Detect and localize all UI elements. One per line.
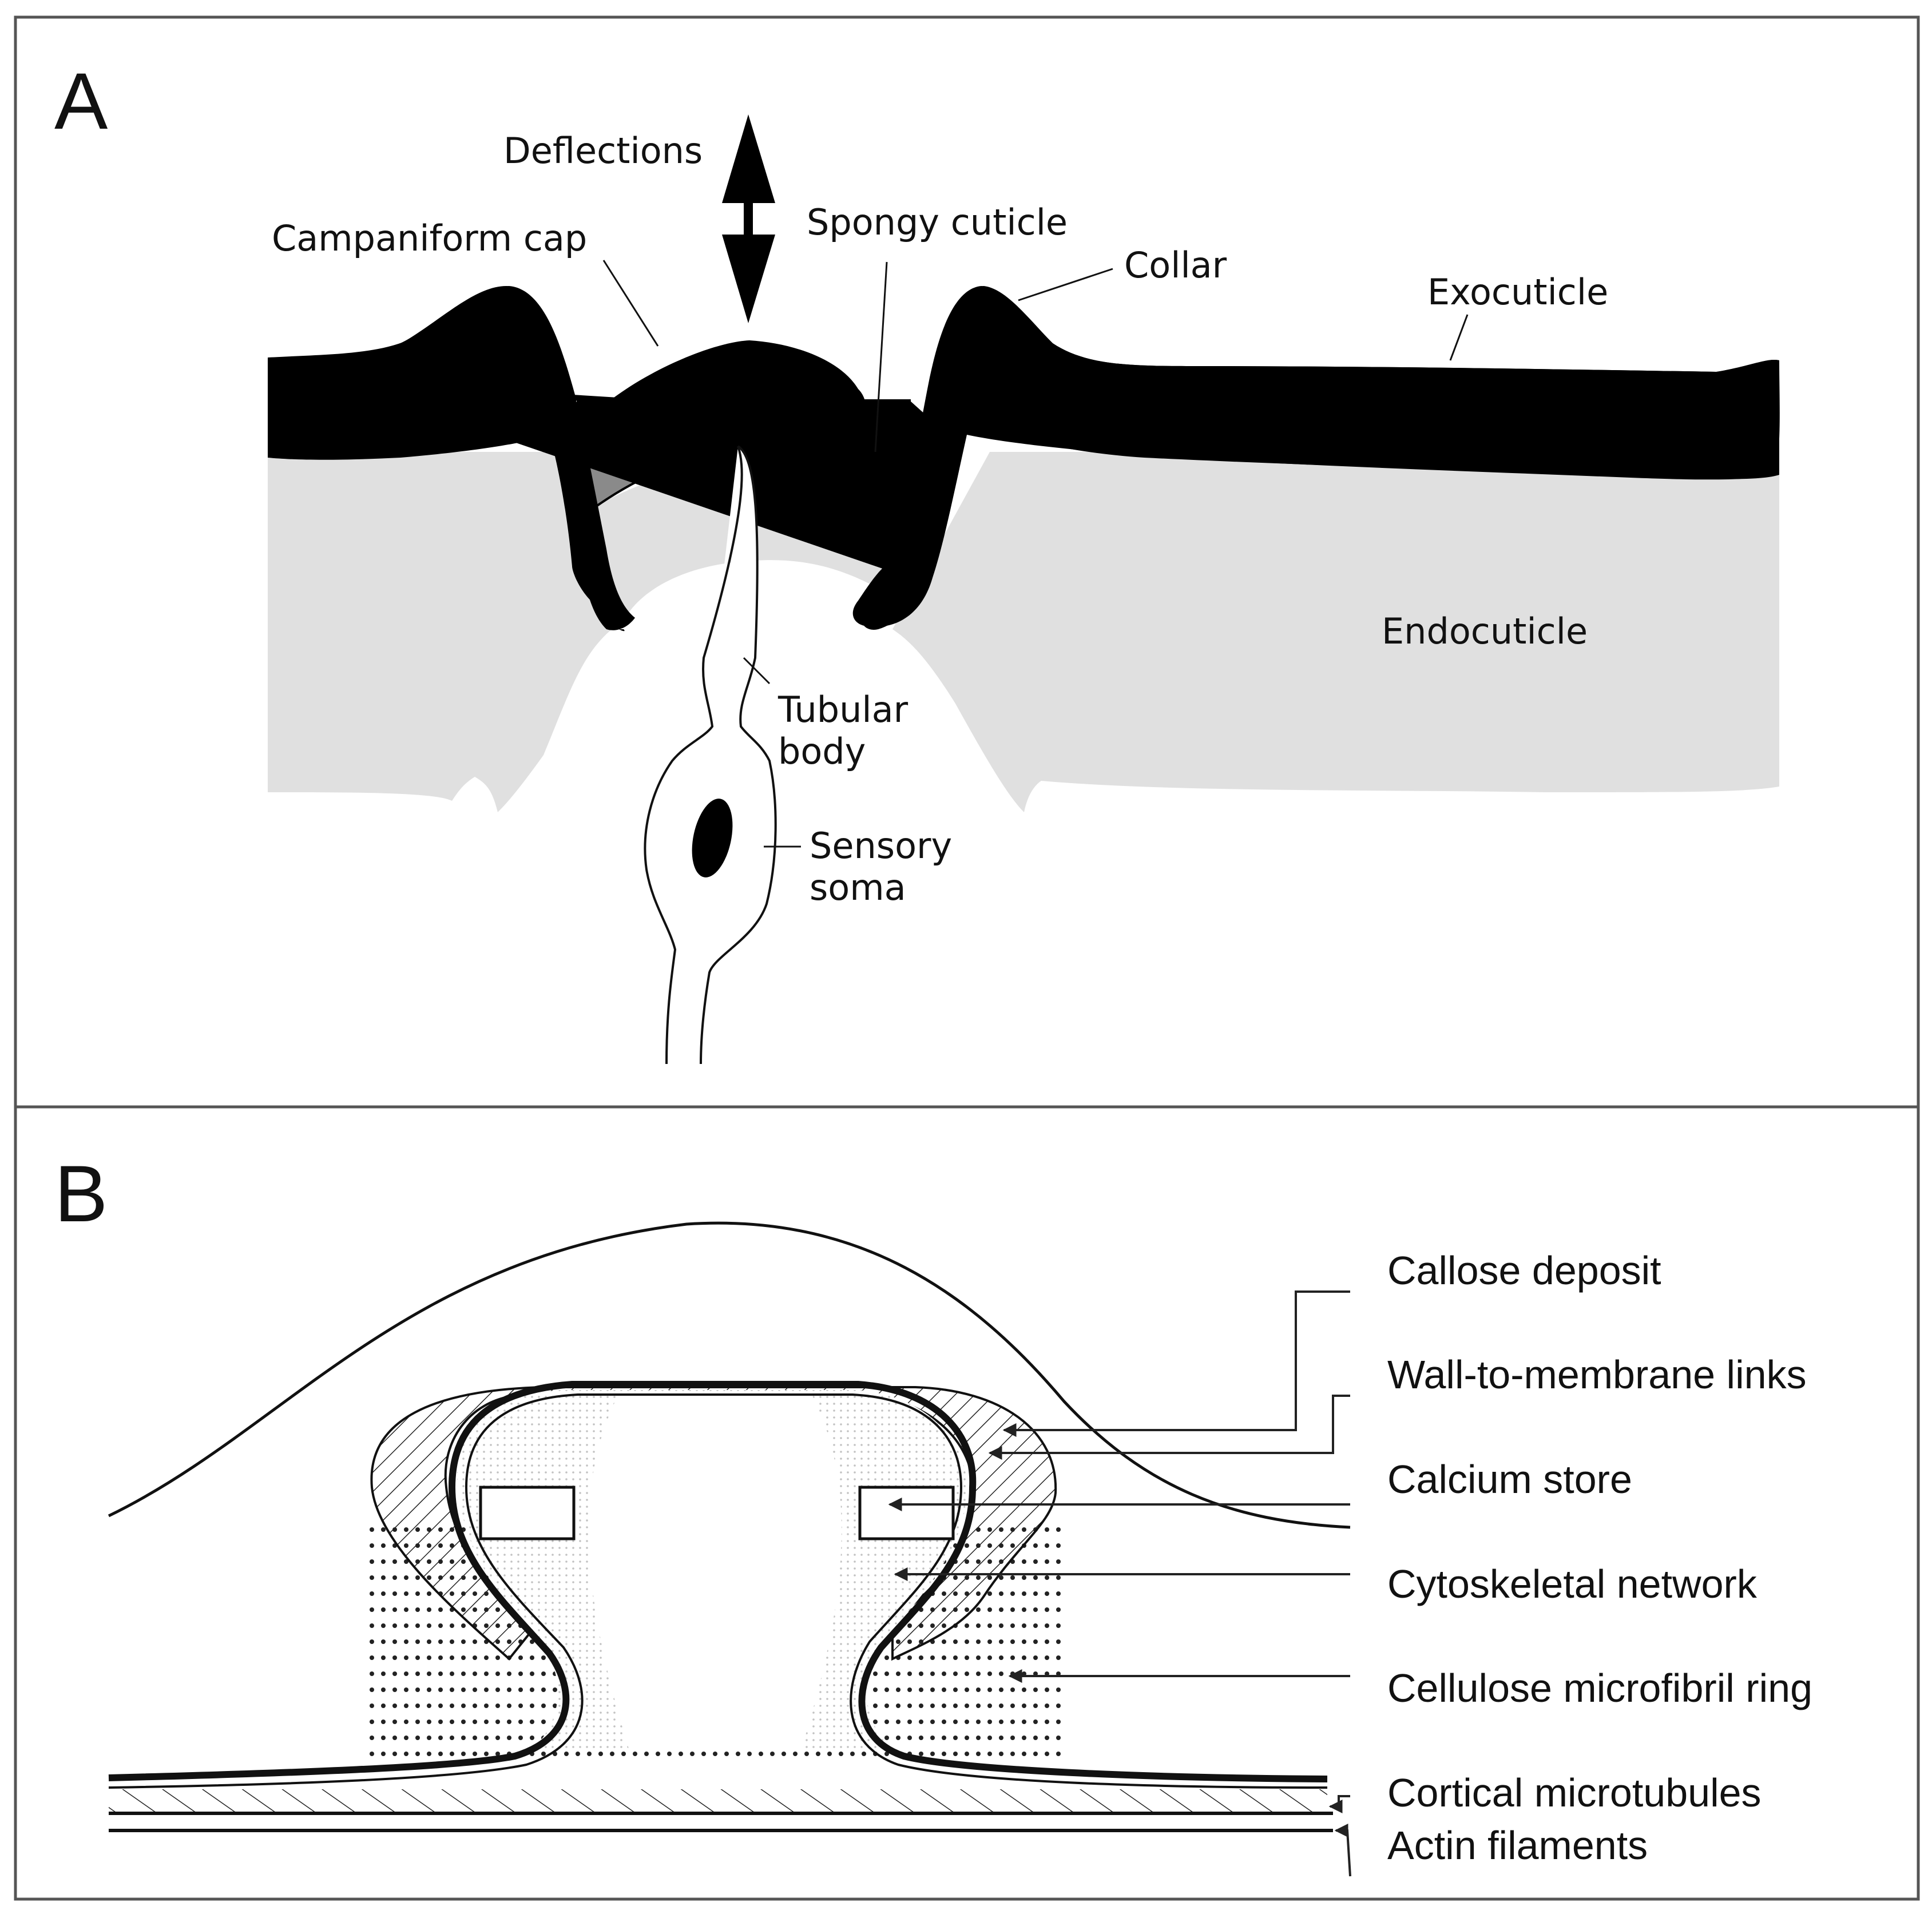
panel-b: B Callose deposit: [14, 1105, 1920, 1901]
calcium-store-right: [858, 1486, 955, 1540]
label-spongy-cuticle: Spongy cuticle: [807, 201, 1068, 243]
cortical-microtubules-strip: [109, 1789, 1327, 1812]
label-calcium-store: Calcium store: [1387, 1457, 1632, 1502]
sensory-nucleus: [692, 799, 733, 877]
callose-deposit-dome: [108, 1221, 1351, 1529]
label-cellulose-ring: Cellulose microfibril ring: [1387, 1666, 1812, 1710]
label-sensory: Sensory: [810, 825, 952, 867]
label-endocuticle: Endocuticle: [1382, 610, 1588, 652]
cap-ledge-right: [858, 409, 916, 416]
endocuticle-layer: [268, 452, 1779, 812]
label-cortical-microtubules: Cortical microtubules: [1387, 1770, 1762, 1815]
panel-a: A: [14, 15, 1920, 1109]
exocuticle-main: [268, 286, 635, 630]
plasma-membrane-outer: [108, 1393, 1328, 1789]
deflections-arrow-icon: [722, 114, 775, 323]
label-cytoskeletal-network: Cytoskeletal network: [1387, 1562, 1758, 1606]
plasma-membrane: [108, 1381, 1328, 1782]
cap-ledge-left: [572, 395, 618, 403]
label-tubular: Tubular: [777, 689, 909, 730]
label-soma: soma: [810, 867, 906, 908]
campaniform-cap: [600, 340, 866, 429]
label-actin-filaments: Actin filaments: [1387, 1823, 1648, 1868]
label-campaniform-cap: Campaniform cap: [272, 217, 587, 259]
label-collar: Collar: [1124, 244, 1227, 286]
panel-a-letter: A: [54, 56, 108, 146]
panel-b-leader-lines: [888, 1290, 1351, 1877]
label-deflections: Deflections: [503, 130, 703, 172]
calcium-store-left: [479, 1486, 576, 1540]
papilla-center-clear: [589, 1396, 842, 1750]
panel-a-leader-lines: [602, 260, 1469, 848]
label-callose-deposit: Callose deposit: [1387, 1248, 1661, 1293]
label-exocuticle: Exocuticle: [1427, 271, 1608, 313]
label-wall-links: Wall-to-membrane links: [1387, 1352, 1807, 1397]
exocuticle-right: [862, 286, 1780, 630]
sensory-neuron: [644, 445, 777, 1065]
label-body: body: [778, 730, 866, 772]
panel-b-letter: B: [54, 1149, 108, 1238]
